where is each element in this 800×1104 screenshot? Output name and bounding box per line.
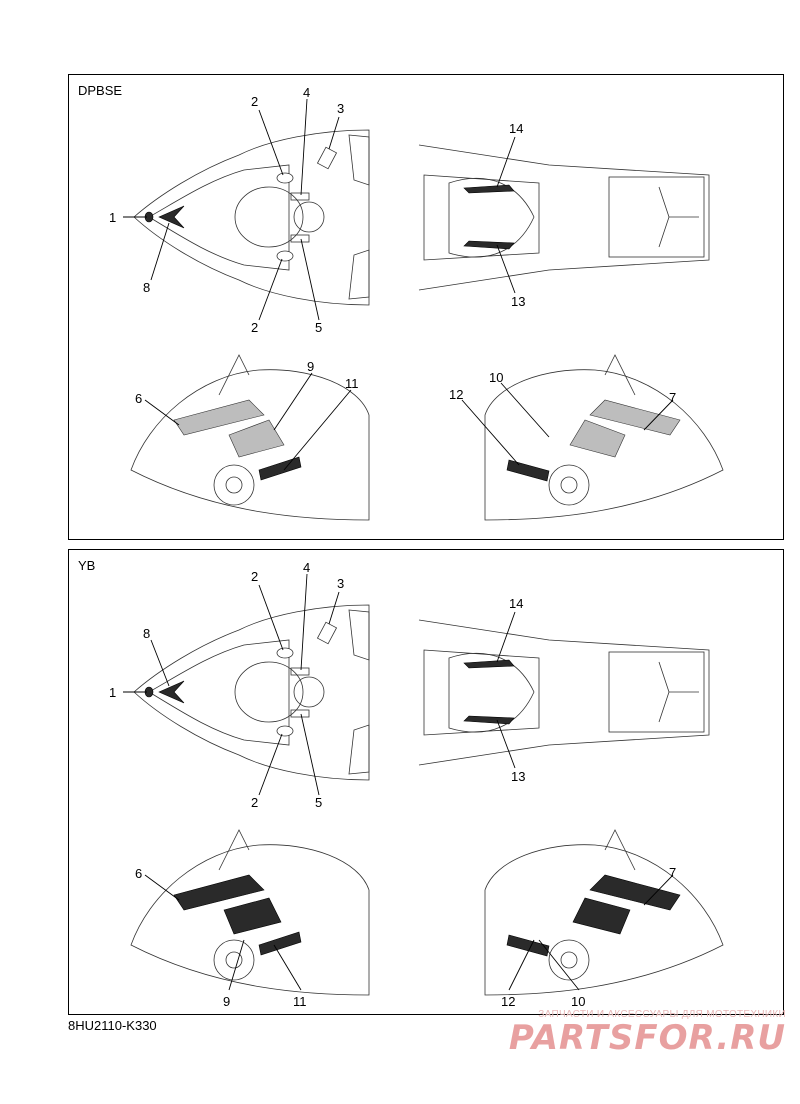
top-view-craft bbox=[133, 604, 370, 781]
variant-label: DPBSE bbox=[78, 83, 123, 98]
callout-1: 1 bbox=[109, 685, 116, 700]
callout-9: 9 bbox=[307, 359, 314, 374]
callout-14: 14 bbox=[509, 596, 523, 611]
callout-5: 5 bbox=[315, 320, 322, 335]
right-side-view-craft bbox=[484, 829, 724, 996]
callout-2: 2 bbox=[251, 320, 258, 335]
callout-11: 11 bbox=[293, 994, 307, 1009]
right-side-view-craft bbox=[484, 354, 724, 521]
callout-2: 2 bbox=[251, 94, 258, 109]
callout-8: 8 bbox=[143, 626, 150, 641]
callout-13: 13 bbox=[511, 294, 525, 309]
rear-view-craft bbox=[418, 619, 710, 766]
callout-12: 12 bbox=[449, 387, 463, 402]
callout-8: 8 bbox=[143, 280, 150, 295]
callout-1: 1 bbox=[109, 210, 116, 225]
callout-11: 11 bbox=[345, 376, 359, 391]
callout-7: 7 bbox=[669, 390, 676, 405]
callout-2: 2 bbox=[251, 795, 258, 810]
top-view-craft bbox=[133, 129, 370, 306]
variant-label: YB bbox=[78, 558, 96, 573]
watermark: ЗАПЧАСТИ И АКСЕССУАРЫ ДЛЯ МОТОТЕХНИКИ PA… bbox=[509, 1009, 786, 1058]
callout-7: 7 bbox=[669, 865, 676, 880]
reference-code: 8HU2110-K330 bbox=[68, 1018, 157, 1033]
decal-diagram: 1 2 3 4 8 2 5 14 13 9 11 6 10 12 7 bbox=[109, 560, 724, 1009]
callout-2: 2 bbox=[251, 569, 258, 584]
callout-14: 14 bbox=[509, 121, 523, 136]
callout-13: 13 bbox=[511, 769, 525, 784]
leader-lines bbox=[123, 573, 674, 991]
callout-6: 6 bbox=[135, 391, 142, 406]
rear-view-craft bbox=[418, 144, 710, 291]
callout-12: 12 bbox=[501, 994, 515, 1009]
decal-diagram: 1 2 3 4 2 5 8 14 13 9 11 6 10 12 7 bbox=[109, 85, 724, 521]
left-side-view-craft bbox=[130, 829, 370, 996]
callout-5: 5 bbox=[315, 795, 322, 810]
watermark-tagline: ЗАПЧАСТИ И АКСЕССУАРЫ ДЛЯ МОТОТЕХНИКИ bbox=[538, 1009, 786, 1020]
variant-panel-dpbse: DPBSE bbox=[68, 74, 784, 540]
callout-3: 3 bbox=[337, 576, 344, 591]
callout-9: 9 bbox=[223, 994, 230, 1009]
callout-4: 4 bbox=[303, 85, 310, 100]
leader-lines bbox=[123, 98, 674, 471]
callout-4: 4 bbox=[303, 560, 310, 575]
callout-3: 3 bbox=[337, 101, 344, 116]
left-side-view-craft bbox=[130, 354, 370, 521]
watermark-logo: PARTSFOR.RU bbox=[508, 1018, 786, 1058]
callout-6: 6 bbox=[135, 866, 142, 881]
callout-10: 10 bbox=[571, 994, 585, 1009]
variant-panel-yb: YB bbox=[68, 549, 784, 1015]
callout-10: 10 bbox=[489, 370, 503, 385]
